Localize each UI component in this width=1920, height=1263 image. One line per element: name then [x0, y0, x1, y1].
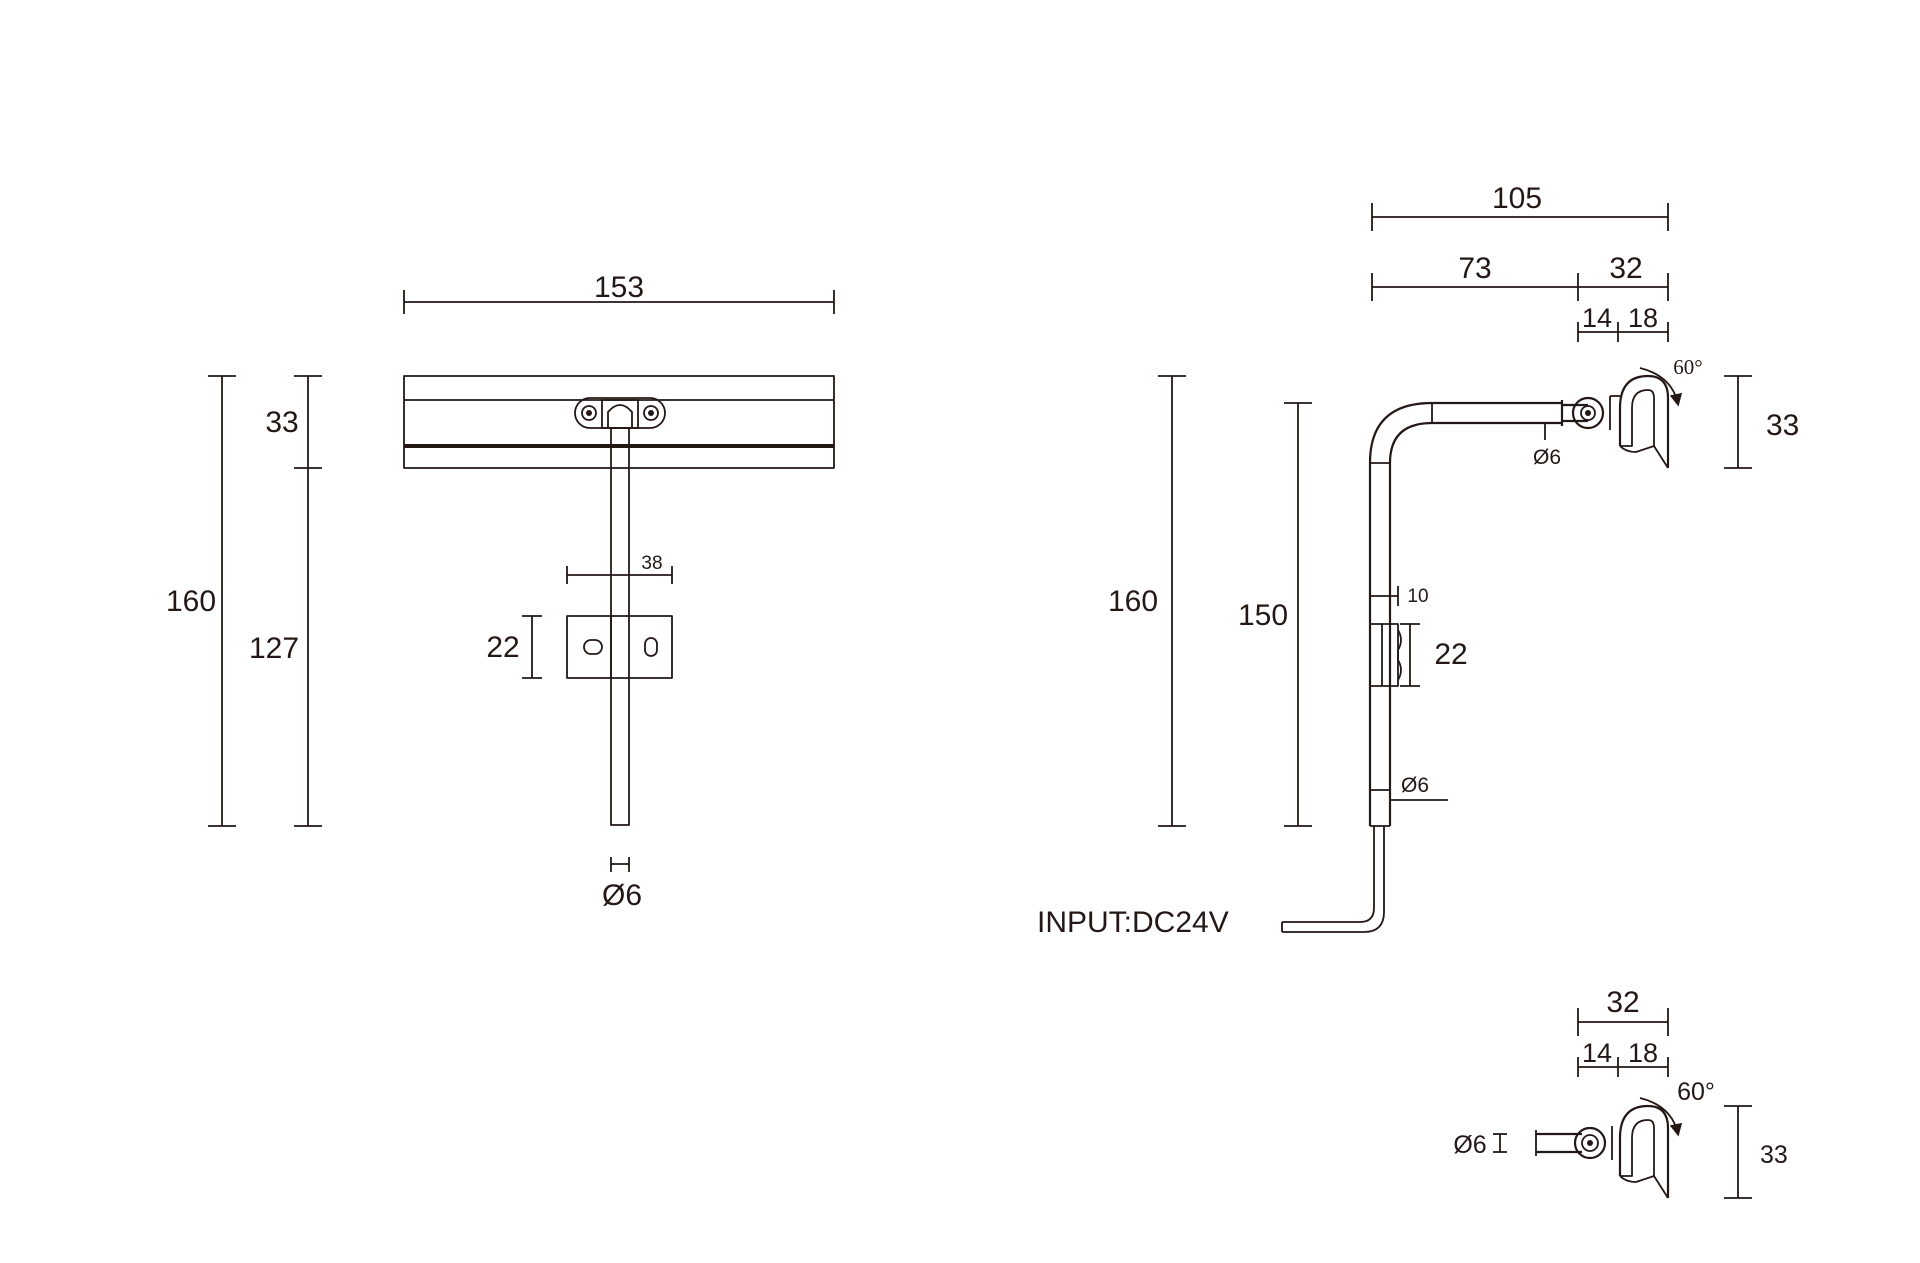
front-bracket-width-dimension: 38 [566, 553, 673, 584]
front-rod [610, 427, 630, 826]
side-upper-rod-diameter-label: Ø6 [1533, 446, 1561, 469]
front-wall-bracket [566, 615, 673, 679]
front-segment-height-dimensions: 33 127 [249, 375, 322, 827]
detail-rod-diameter-dimension: Ø6 [1453, 1131, 1507, 1159]
side-upper-rod-diameter: Ø6 [1533, 423, 1561, 469]
detail-tilt-indicator: 60° [1639, 1078, 1715, 1137]
side-total-height-dimension: 160 [1108, 375, 1186, 827]
side-head-height-dimension: 33 [1724, 375, 1799, 469]
detail-head-offset-a-label: 14 [1582, 1038, 1612, 1068]
side-arm-height-dimension: 150 [1238, 402, 1312, 827]
side-reach-total-dimension: 105 [1371, 182, 1669, 231]
front-view: 153 [166, 271, 835, 912]
side-head-offset-dimensions: 14 18 [1577, 303, 1669, 342]
detail-rod-diameter-label: Ø6 [1453, 1131, 1486, 1159]
front-bracket-height-dimension: 22 [486, 615, 542, 679]
front-total-height-dimension: 160 [166, 375, 236, 827]
front-rod-diameter-label: Ø6 [602, 879, 642, 912]
front-rod-diameter-dimension: Ø6 [602, 857, 642, 912]
side-wall-bracket [1369, 623, 1402, 687]
front-head-height-label: 33 [265, 406, 298, 439]
detail-head-offset-b-label: 18 [1628, 1038, 1658, 1068]
side-head-offset-b-label: 18 [1628, 303, 1658, 333]
side-arm-height-label: 150 [1238, 599, 1288, 632]
side-bracket-height-label: 22 [1434, 638, 1467, 671]
front-arm-length-label: 127 [249, 632, 299, 665]
front-bracket-height-label: 22 [486, 631, 519, 664]
side-power-cable: INPUT:DC24V [1037, 826, 1385, 939]
side-tilt-indicator: 60° [1639, 355, 1703, 407]
side-bracket-thickness-label: 10 [1407, 586, 1428, 607]
side-lower-rod-diameter: Ø6 [1390, 774, 1448, 801]
side-reach-total-label: 105 [1492, 182, 1542, 215]
side-reach-arm-label: 73 [1458, 252, 1491, 285]
side-bracket-thickness-dimension: 10 [1369, 586, 1429, 607]
front-total-height-label: 160 [166, 585, 216, 618]
front-width-dimension: 153 [403, 271, 835, 314]
side-view: 105 73 32 14 18 [1037, 182, 1799, 939]
detail-tilt-angle-label: 60° [1677, 1078, 1715, 1106]
detail-view: 32 14 18 60° [1453, 986, 1788, 1199]
side-head-depth-label: 32 [1609, 252, 1642, 285]
side-head-height-label: 33 [1766, 409, 1799, 442]
side-lamp-head [1560, 374, 1670, 469]
side-total-height-label: 160 [1108, 585, 1158, 618]
detail-lamp-head [1535, 1104, 1670, 1199]
detail-head-depth-dimension: 32 [1577, 986, 1669, 1036]
detail-head-height-label: 33 [1760, 1141, 1788, 1169]
side-reach-segment-dimensions: 73 32 [1371, 252, 1669, 301]
front-width-label: 153 [594, 271, 644, 304]
side-head-offset-a-label: 14 [1582, 303, 1612, 333]
detail-head-height-dimension: 33 [1724, 1105, 1788, 1199]
side-lower-rod-diameter-label: Ø6 [1401, 774, 1429, 797]
front-lamp-head [403, 375, 835, 469]
front-bracket-width-label: 38 [641, 553, 662, 574]
input-power-label: INPUT:DC24V [1037, 906, 1229, 939]
side-bracket-height-dimension: 22 [1400, 623, 1468, 687]
detail-head-depth-label: 32 [1606, 986, 1639, 1019]
detail-head-offset-dimensions: 14 18 [1577, 1038, 1669, 1077]
side-tilt-angle-label: 60° [1673, 355, 1702, 379]
